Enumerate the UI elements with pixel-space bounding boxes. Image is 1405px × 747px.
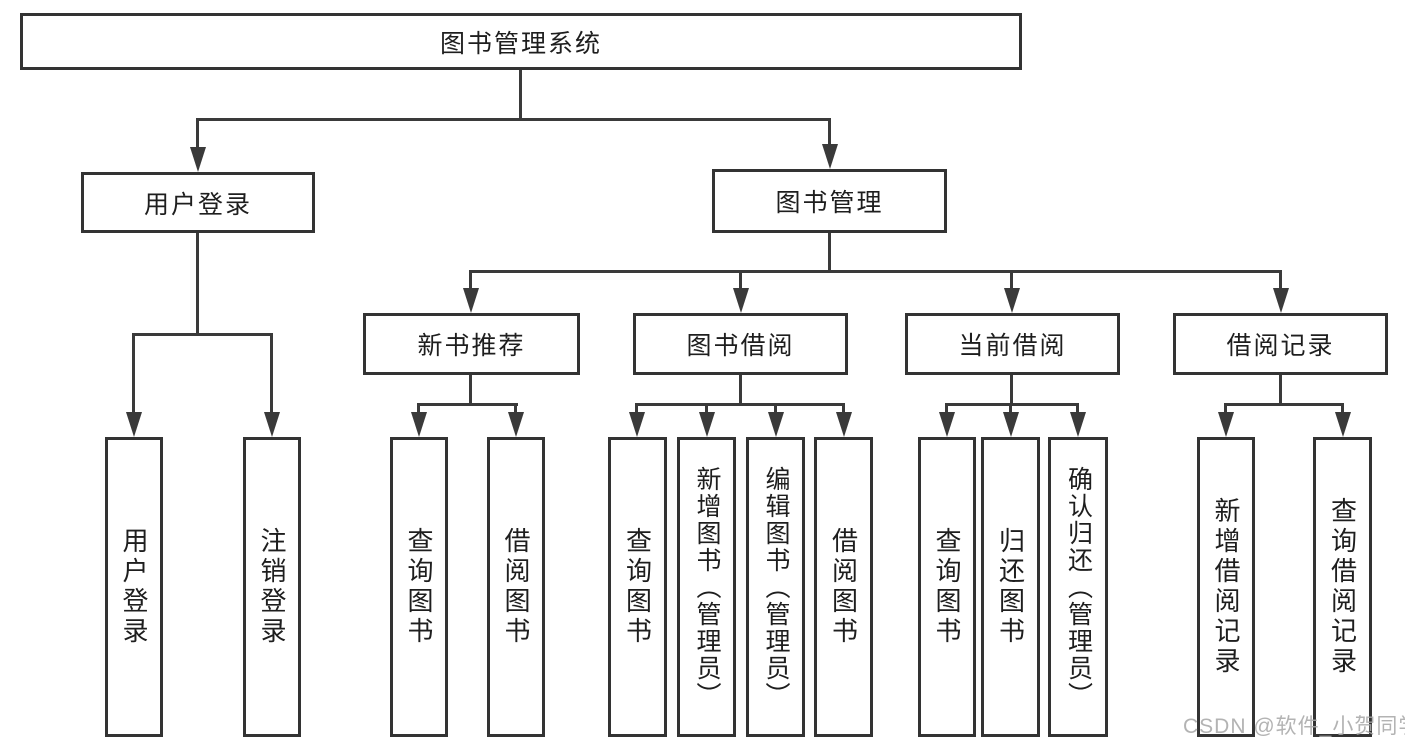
node-label: 用户登录 xyxy=(143,190,252,219)
node-label: 新增图书（管理员） xyxy=(693,465,721,709)
connector-line xyxy=(828,118,831,146)
arrowhead-icon xyxy=(1070,412,1086,437)
node-current-borrowing: 当前借阅 xyxy=(905,313,1120,375)
leaf-borrow-books-borrowing: 借阅图书 xyxy=(814,437,873,737)
connector-line xyxy=(1076,403,1079,414)
leaf-query-books-borrowing: 查询图书 xyxy=(608,437,667,737)
leaf-query-borrow-record: 查询借阅记录 xyxy=(1313,437,1372,737)
connector-line xyxy=(828,233,831,272)
connector-line xyxy=(705,403,708,414)
node-label: 当前借阅 xyxy=(958,332,1067,360)
connector-line xyxy=(1341,403,1344,414)
node-label: 新书推荐 xyxy=(417,332,526,360)
connector-line xyxy=(636,403,845,406)
connector-line xyxy=(842,403,845,414)
node-label: 借阅图书 xyxy=(828,527,859,647)
connector-line xyxy=(1010,270,1013,290)
connector-line xyxy=(635,403,638,414)
leaf-query-books-recommend: 查询图书 xyxy=(390,437,448,737)
node-library-management-system: 图书管理系统 xyxy=(20,13,1022,70)
node-label: 借阅图书 xyxy=(501,527,531,647)
connector-line xyxy=(417,403,420,414)
connector-line xyxy=(519,70,522,119)
node-label: 图书借阅 xyxy=(686,332,795,360)
connector-line xyxy=(1224,403,1227,414)
leaf-borrow-books-recommend: 借阅图书 xyxy=(487,437,545,737)
connector-line xyxy=(469,375,472,406)
csdn-watermark: CSDN @软件_小贺同学 xyxy=(1183,715,1405,738)
leaf-return-books: 归还图书 xyxy=(981,437,1040,737)
node-label: 注销登录 xyxy=(257,527,287,647)
node-borrowing-records: 借阅记录 xyxy=(1173,313,1388,375)
node-label: 查询图书 xyxy=(622,527,653,647)
leaf-add-books-admin: 新增图书（管理员） xyxy=(677,437,736,737)
connector-line xyxy=(132,333,135,412)
node-label: 用户登录 xyxy=(119,527,149,647)
arrowhead-icon xyxy=(629,412,645,437)
connector-line xyxy=(774,403,777,414)
connector-line xyxy=(418,403,518,406)
arrowhead-icon xyxy=(411,412,427,437)
leaf-edit-books-admin: 编辑图书（管理员） xyxy=(746,437,805,737)
connector-line xyxy=(470,270,1282,273)
connector-line xyxy=(1009,403,1012,414)
arrowhead-icon xyxy=(1003,412,1019,437)
node-label: 借阅记录 xyxy=(1226,332,1335,360)
leaf-add-borrow-record: 新增借阅记录 xyxy=(1197,437,1255,737)
arrowhead-icon xyxy=(822,144,838,169)
node-label: 确认归还（管理员） xyxy=(1064,465,1093,709)
arrowhead-icon xyxy=(508,412,524,437)
node-label: 查询借阅记录 xyxy=(1327,497,1358,677)
arrowhead-icon xyxy=(190,147,206,172)
arrowhead-icon xyxy=(1218,412,1234,437)
connector-line xyxy=(469,270,472,290)
arrowhead-icon xyxy=(264,412,280,437)
node-book-borrowing: 图书借阅 xyxy=(633,313,848,375)
connector-line xyxy=(196,233,199,335)
arrowhead-icon xyxy=(463,288,479,313)
leaf-user-login: 用户登录 xyxy=(105,437,163,737)
node-book-management: 图书管理 xyxy=(712,169,947,233)
arrowhead-icon xyxy=(939,412,955,437)
node-user-login: 用户登录 xyxy=(81,172,315,233)
connector-line xyxy=(946,403,1079,406)
leaf-query-books-current: 查询图书 xyxy=(918,437,976,737)
arrowhead-icon xyxy=(1335,412,1351,437)
arrowhead-icon xyxy=(836,412,852,437)
node-label: 查询图书 xyxy=(932,527,962,647)
connector-line xyxy=(133,333,273,336)
node-new-book-recommendation: 新书推荐 xyxy=(363,313,580,375)
arrowhead-icon xyxy=(1273,288,1289,313)
connector-line xyxy=(514,403,517,414)
arrowhead-icon xyxy=(699,412,715,437)
leaf-confirm-return-admin: 确认归还（管理员） xyxy=(1048,437,1108,737)
connector-line xyxy=(1279,375,1282,406)
connector-line xyxy=(197,118,831,121)
node-label: 新增借阅记录 xyxy=(1211,497,1241,677)
connector-line xyxy=(739,375,742,406)
node-label: 图书管理 xyxy=(775,189,884,217)
node-label: 查询图书 xyxy=(404,527,434,647)
connector-line xyxy=(739,270,742,290)
node-label: 图书管理系统 xyxy=(439,29,602,58)
connector-line xyxy=(1279,270,1282,290)
arrowhead-icon xyxy=(733,288,749,313)
connector-line xyxy=(1010,375,1013,406)
arrowhead-icon xyxy=(768,412,784,437)
leaf-logout: 注销登录 xyxy=(243,437,301,737)
node-label: 编辑图书（管理员） xyxy=(762,465,790,709)
arrowhead-icon xyxy=(1004,288,1020,313)
connector-line xyxy=(945,403,948,414)
arrowhead-icon xyxy=(126,412,142,437)
connector-line xyxy=(270,333,273,412)
connector-line xyxy=(196,118,199,148)
node-label: 归还图书 xyxy=(995,527,1026,647)
connector-line xyxy=(1225,403,1344,406)
